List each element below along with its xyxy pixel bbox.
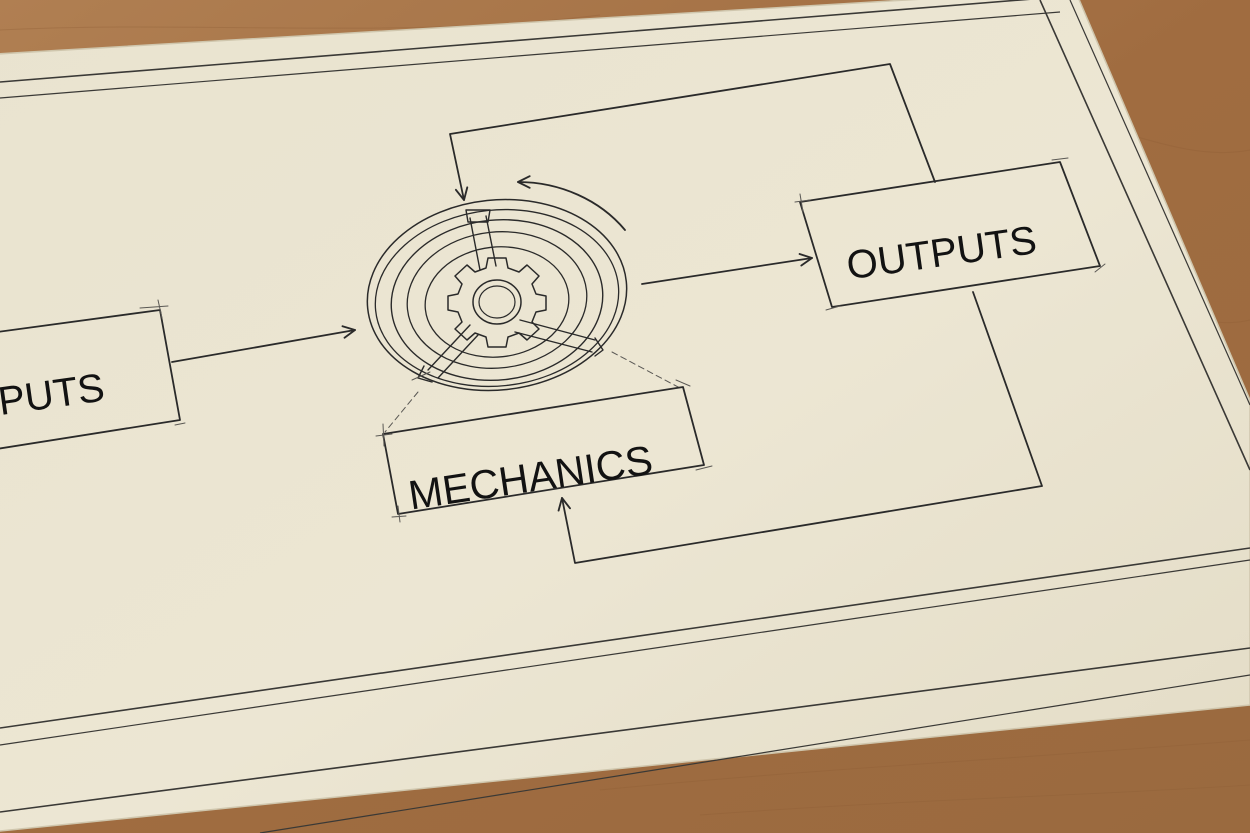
rotation-arrow-icon	[517, 175, 626, 231]
outputs-box	[799, 161, 1101, 308]
inputs-box	[0, 309, 181, 450]
arrow-inputs-to-mechanics	[171, 325, 356, 363]
feedback-arrow-bottom	[557, 291, 1043, 564]
gear-wheel-icon	[366, 198, 681, 433]
mechanics-box	[382, 386, 705, 515]
feedback-arrow-top	[449, 63, 936, 201]
gear-icon	[447, 257, 547, 348]
inputs-node: PUTS	[0, 299, 186, 450]
arrow-mechanics-to-outputs	[641, 253, 813, 285]
